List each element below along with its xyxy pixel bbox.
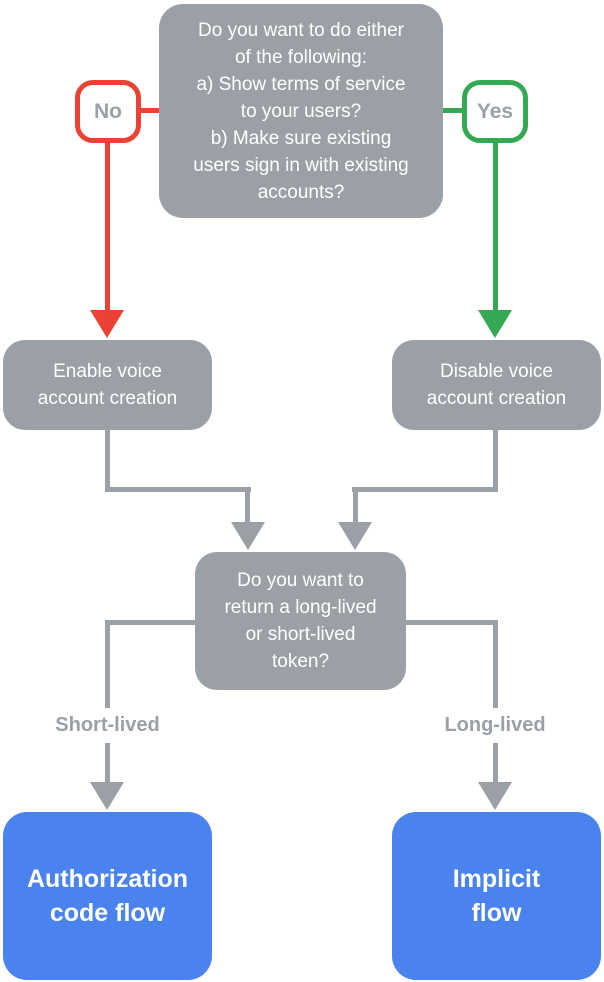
yes-branch-connector-horizontal (441, 108, 463, 113)
long-lived-arrow-down-icon (478, 782, 512, 810)
short-lived-vertical (105, 620, 110, 783)
yes-branch-connector-vertical (493, 140, 498, 312)
token-lifetime-question-node: Do you want to return a long-lived or sh… (195, 552, 406, 690)
yes-branch-arrow-down-icon (478, 310, 512, 338)
disable-to-question-vertical-2 (353, 487, 358, 525)
enable-to-question-horizontal (105, 487, 251, 492)
enable-voice-account-creation-node: Enable voice account creation (3, 340, 212, 430)
authorization-code-flow-node: Authorization code flow (3, 812, 212, 980)
enable-to-question-vertical-2 (245, 487, 250, 525)
short-lived-horizontal (105, 620, 196, 625)
enable-path-arrow-down-icon (231, 522, 265, 550)
disable-voice-account-creation-node: Disable voice account creation (392, 340, 601, 430)
yes-badge: Yes (462, 80, 528, 143)
terms-question-node: Do you want to do either of the followin… (159, 4, 443, 218)
implicit-flow-node: Implicit flow (392, 812, 601, 980)
disable-path-arrow-down-icon (338, 522, 372, 550)
enable-to-question-vertical-1 (105, 430, 110, 492)
short-lived-arrow-down-icon (90, 782, 124, 810)
long-lived-vertical (493, 620, 498, 783)
short-lived-path-label: Short-lived (23, 708, 192, 743)
long-lived-path-label: Long-lived (410, 708, 580, 743)
disable-to-question-horizontal (352, 487, 498, 492)
disable-to-question-vertical-1 (493, 430, 498, 492)
no-branch-arrow-down-icon (90, 310, 124, 338)
no-badge: No (75, 80, 141, 143)
no-branch-connector-vertical (105, 140, 110, 312)
no-branch-connector-horizontal (139, 108, 160, 113)
long-lived-horizontal (406, 620, 498, 625)
